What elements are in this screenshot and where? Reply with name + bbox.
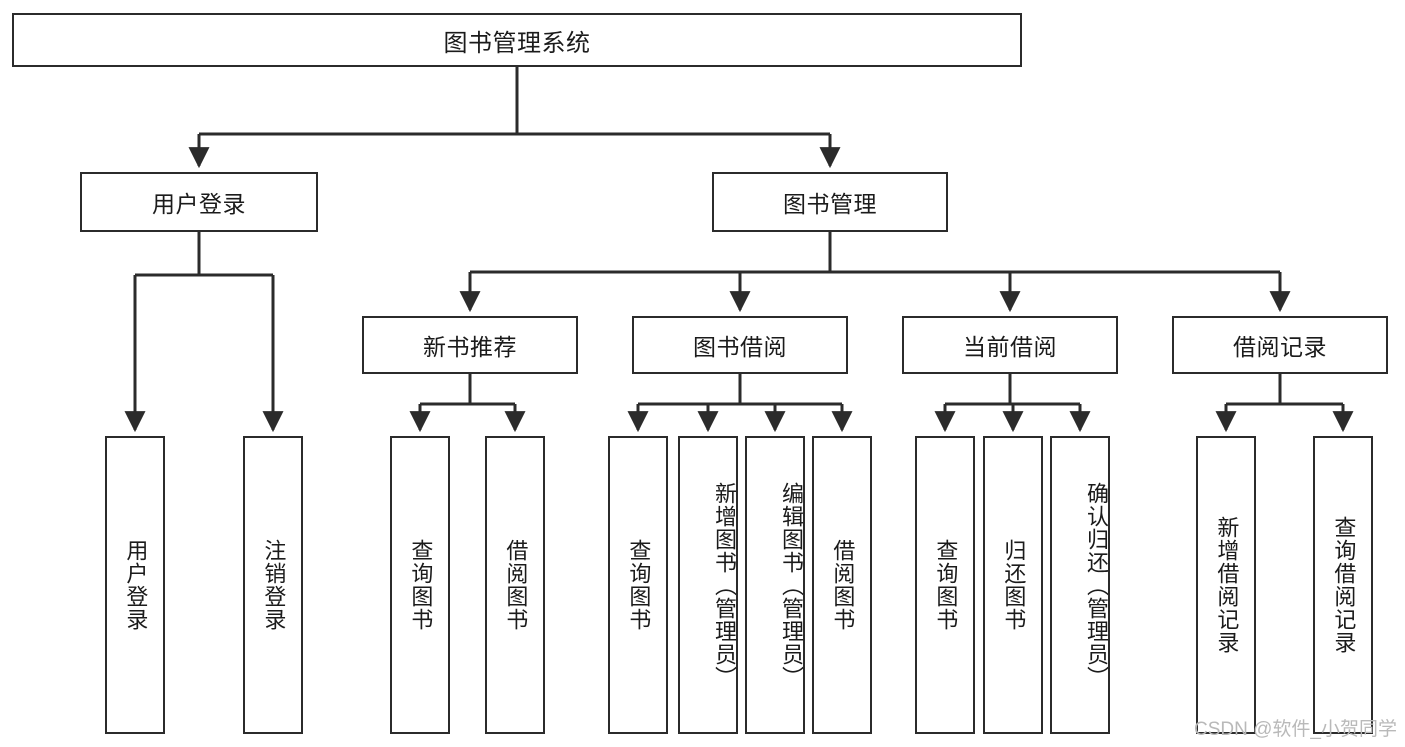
node-book-borrow[interactable]: 图书借阅 [632, 316, 848, 374]
node-leaf-confirm-return[interactable]: 确认归还（管理员） [1050, 436, 1110, 734]
node-leaf-query-book-3[interactable]: 查询图书 [915, 436, 975, 734]
node-leaf-logout-login-label: 注销登录 [261, 539, 287, 631]
node-leaf-return-book-label: 归还图书 [1001, 539, 1027, 631]
node-leaf-borrow-book-1[interactable]: 借阅图书 [485, 436, 545, 734]
node-root-label: 图书管理系统 [443, 29, 591, 57]
node-book-borrow-label: 图书借阅 [693, 334, 787, 360]
node-leaf-borrow-book-2[interactable]: 借阅图书 [812, 436, 872, 734]
node-book-manage-label: 图书管理 [783, 191, 877, 217]
node-borrow-record-label: 借阅记录 [1233, 334, 1327, 360]
node-current-borrow-label: 当前借阅 [963, 334, 1057, 360]
node-leaf-query-book-1-label: 查询图书 [408, 539, 434, 631]
node-leaf-user-login[interactable]: 用户登录 [105, 436, 165, 734]
node-book-manage[interactable]: 图书管理 [712, 172, 948, 232]
node-new-book-recommend-label: 新书推荐 [423, 334, 517, 360]
node-leaf-borrow-book-2-label: 借阅图书 [830, 539, 856, 631]
node-new-book-recommend[interactable]: 新书推荐 [362, 316, 578, 374]
node-leaf-query-record-label: 查询借阅记录 [1331, 516, 1357, 654]
node-current-borrow[interactable]: 当前借阅 [902, 316, 1118, 374]
node-leaf-return-book[interactable]: 归还图书 [983, 436, 1043, 734]
node-leaf-borrow-book-1-label: 借阅图书 [503, 539, 529, 631]
node-user-login-label: 用户登录 [152, 191, 246, 217]
node-leaf-edit-book[interactable]: 编辑图书（管理员） [745, 436, 805, 734]
node-leaf-query-book-1[interactable]: 查询图书 [390, 436, 450, 734]
node-leaf-logout-login[interactable]: 注销登录 [243, 436, 303, 734]
node-leaf-add-book[interactable]: 新增图书（管理员） [678, 436, 738, 734]
node-borrow-record[interactable]: 借阅记录 [1172, 316, 1388, 374]
node-leaf-query-record[interactable]: 查询借阅记录 [1313, 436, 1373, 734]
node-leaf-add-record-label: 新增借阅记录 [1214, 516, 1240, 654]
node-leaf-confirm-return-label: 确认归还（管理员） [1084, 481, 1109, 689]
watermark: CSDN @软件_小贺同学 [1194, 719, 1397, 740]
node-root[interactable]: 图书管理系统 [12, 13, 1022, 67]
node-leaf-edit-book-label: 编辑图书（管理员） [779, 481, 804, 689]
node-user-login[interactable]: 用户登录 [80, 172, 318, 232]
node-leaf-add-book-label: 新增图书（管理员） [712, 481, 737, 689]
node-leaf-add-record[interactable]: 新增借阅记录 [1196, 436, 1256, 734]
node-leaf-query-book-2-label: 查询图书 [626, 539, 652, 631]
node-leaf-query-book-2[interactable]: 查询图书 [608, 436, 668, 734]
node-leaf-query-book-3-label: 查询图书 [933, 539, 959, 631]
node-leaf-user-login-label: 用户登录 [123, 539, 149, 631]
